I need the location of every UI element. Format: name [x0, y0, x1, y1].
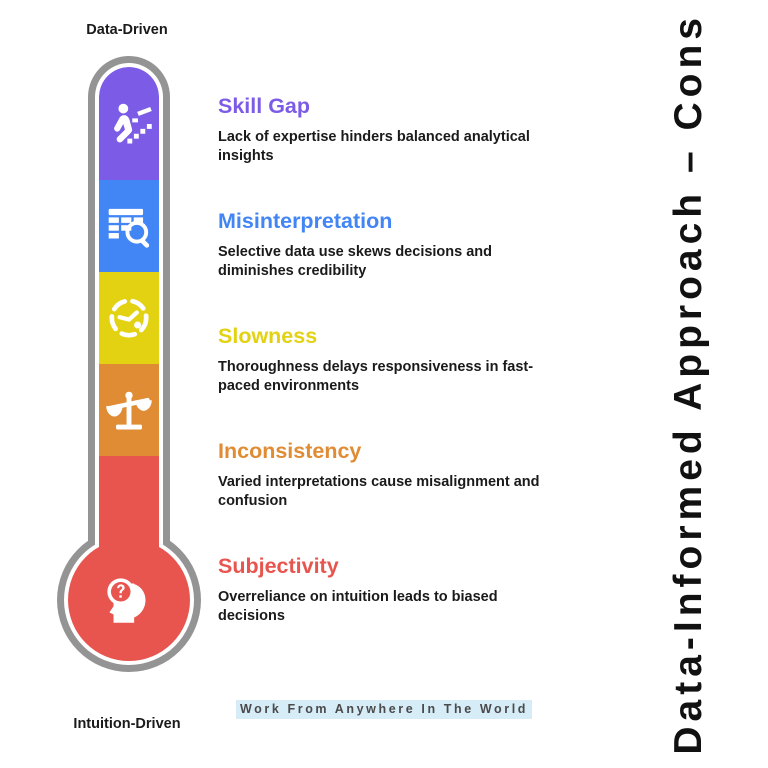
list-item[interactable]: Skill Gap Lack of expertise hinders bala… [218, 94, 548, 167]
item-title: Skill Gap [218, 94, 311, 118]
list-item[interactable]: Misinterpretation Selective data use ske… [218, 209, 548, 282]
item-description: Varied interpretations cause misalignmen… [218, 473, 540, 510]
item-description: Overreliance on intuition leads to biase… [218, 588, 498, 625]
list-item[interactable]: Slowness Thoroughness delays responsiven… [218, 324, 548, 397]
head-question-magnifier-icon [96, 567, 162, 633]
thermometer-graphic [57, 56, 201, 676]
list-item[interactable]: Inconsistency Varied interpretations cau… [218, 439, 548, 512]
item-description: Lack of expertise hinders balanced analy… [218, 128, 530, 165]
item-title: Inconsistency [218, 439, 362, 463]
scale-bottom-label: Intuition-Driven [73, 716, 181, 732]
thermometer-bulb[interactable] [68, 539, 190, 661]
item-description: Thoroughness delays responsiveness in fa… [218, 358, 534, 395]
item-title: Subjectivity [218, 554, 339, 578]
table-magnifier-icon [104, 201, 154, 251]
thermometer-segment-slowness[interactable] [99, 272, 159, 364]
person-climbing-stairs-icon [103, 98, 155, 150]
thermometer-segment-misinterpretation[interactable] [99, 180, 159, 272]
page-title: Data-Informed Approach – Cons [666, 13, 710, 755]
thermometer-segment-inconsistency[interactable] [99, 364, 159, 456]
list-item[interactable]: Subjectivity Overreliance on intuition l… [218, 554, 548, 627]
unbalanced-scales-icon [103, 384, 155, 436]
vertical-title-area: Data-Informed Approach – Cons [608, 0, 768, 768]
footer-note: Work From Anywhere In The World [236, 700, 533, 719]
scale-top-label: Data-Driven [86, 22, 168, 38]
item-description: Selective data use skews decisions and d… [218, 243, 493, 280]
thermometer-segments [99, 67, 159, 595]
dashed-clock-icon [104, 293, 154, 343]
thermometer-segment-skill-gap[interactable] [99, 67, 159, 180]
cons-list: Skill Gap Lack of expertise hinders bala… [218, 0, 548, 768]
item-title: Slowness [218, 324, 318, 348]
item-title: Misinterpretation [218, 209, 393, 233]
